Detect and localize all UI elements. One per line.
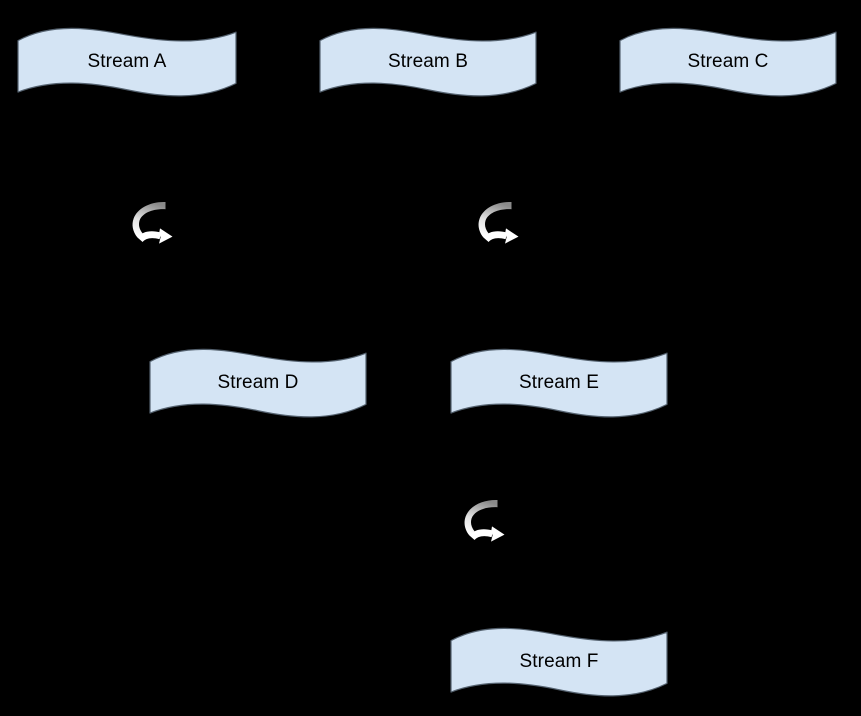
node-stream-f[interactable]: Stream F — [450, 627, 668, 697]
curved-refresh-arrow-icon — [464, 494, 508, 550]
curved-refresh-arrow-icon — [132, 196, 176, 252]
node-stream-b[interactable]: Stream B — [319, 27, 537, 97]
wave-shape-stream-f — [450, 627, 668, 697]
node-stream-e[interactable]: Stream E — [450, 348, 668, 418]
wave-shape-stream-e — [450, 348, 668, 418]
wave-shape-stream-c — [619, 27, 837, 97]
wave-shape-stream-a — [17, 27, 237, 97]
wave-shape-stream-b — [319, 27, 537, 97]
node-stream-c[interactable]: Stream C — [619, 27, 837, 97]
wave-shape-stream-d — [149, 348, 367, 418]
node-stream-d[interactable]: Stream D — [149, 348, 367, 418]
curved-refresh-arrow-icon — [478, 196, 522, 252]
node-stream-a[interactable]: Stream A — [17, 27, 237, 97]
